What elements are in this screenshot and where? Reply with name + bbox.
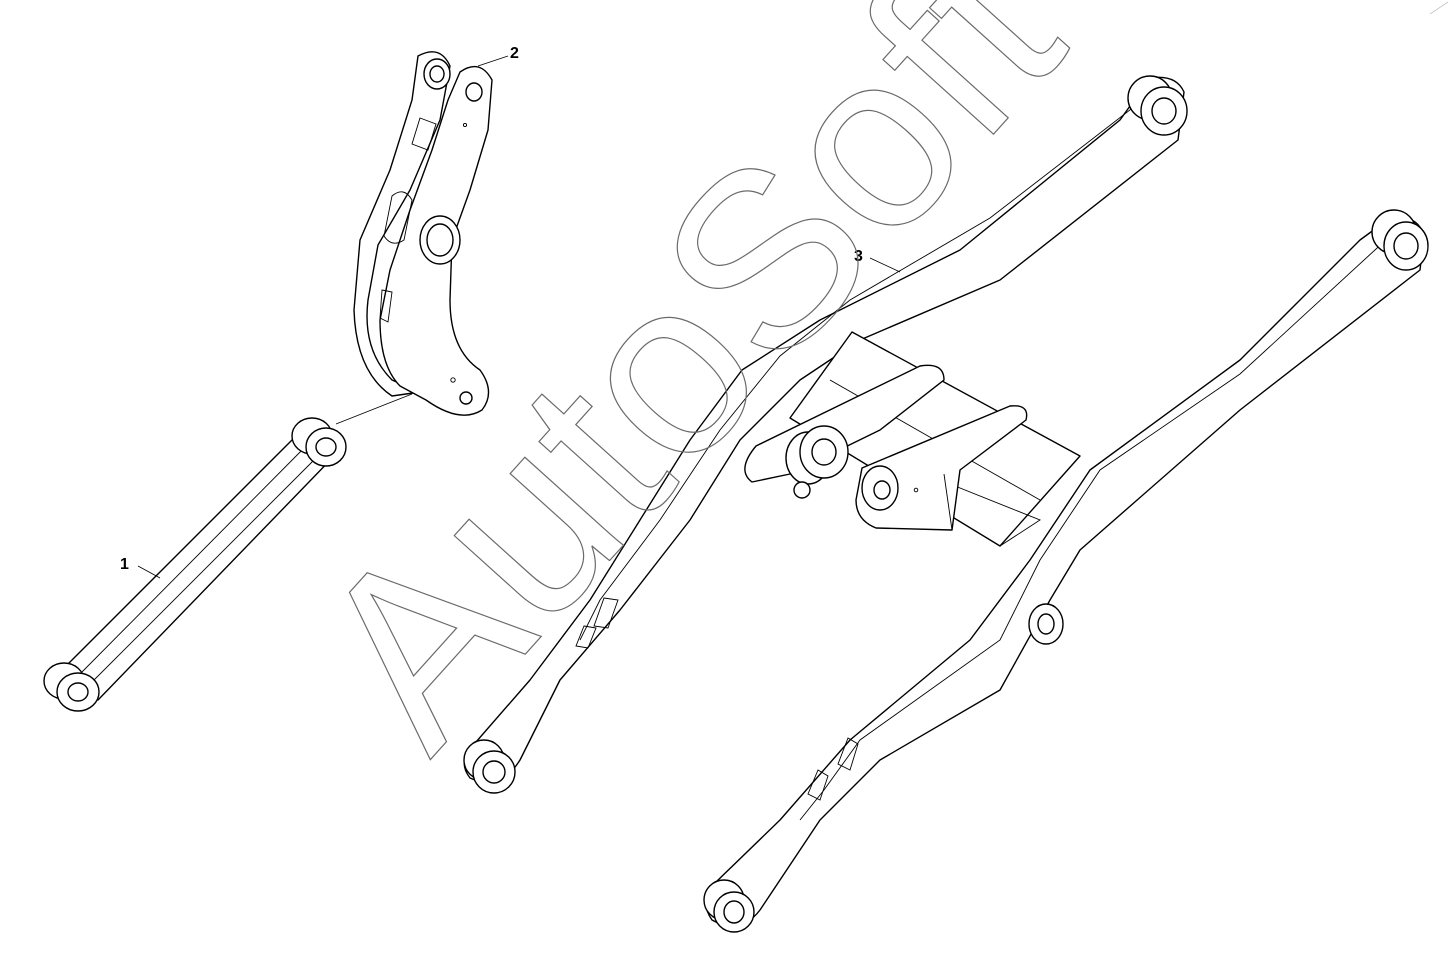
callout-1-label: 1 bbox=[120, 556, 129, 573]
part-3-lift-frame[interactable] bbox=[463, 75, 1429, 933]
callout-2-label: 2 bbox=[510, 45, 519, 62]
callout-3-label: 3 bbox=[854, 248, 863, 265]
corner-mark bbox=[1429, 1, 1449, 15]
callout-1: 1 bbox=[120, 556, 161, 579]
part-2-bellcrank-lever[interactable] bbox=[353, 51, 493, 416]
callout-3: 3 bbox=[854, 248, 901, 273]
part-1-link-rod[interactable] bbox=[43, 417, 347, 712]
callout-2: 2 bbox=[335, 45, 519, 425]
